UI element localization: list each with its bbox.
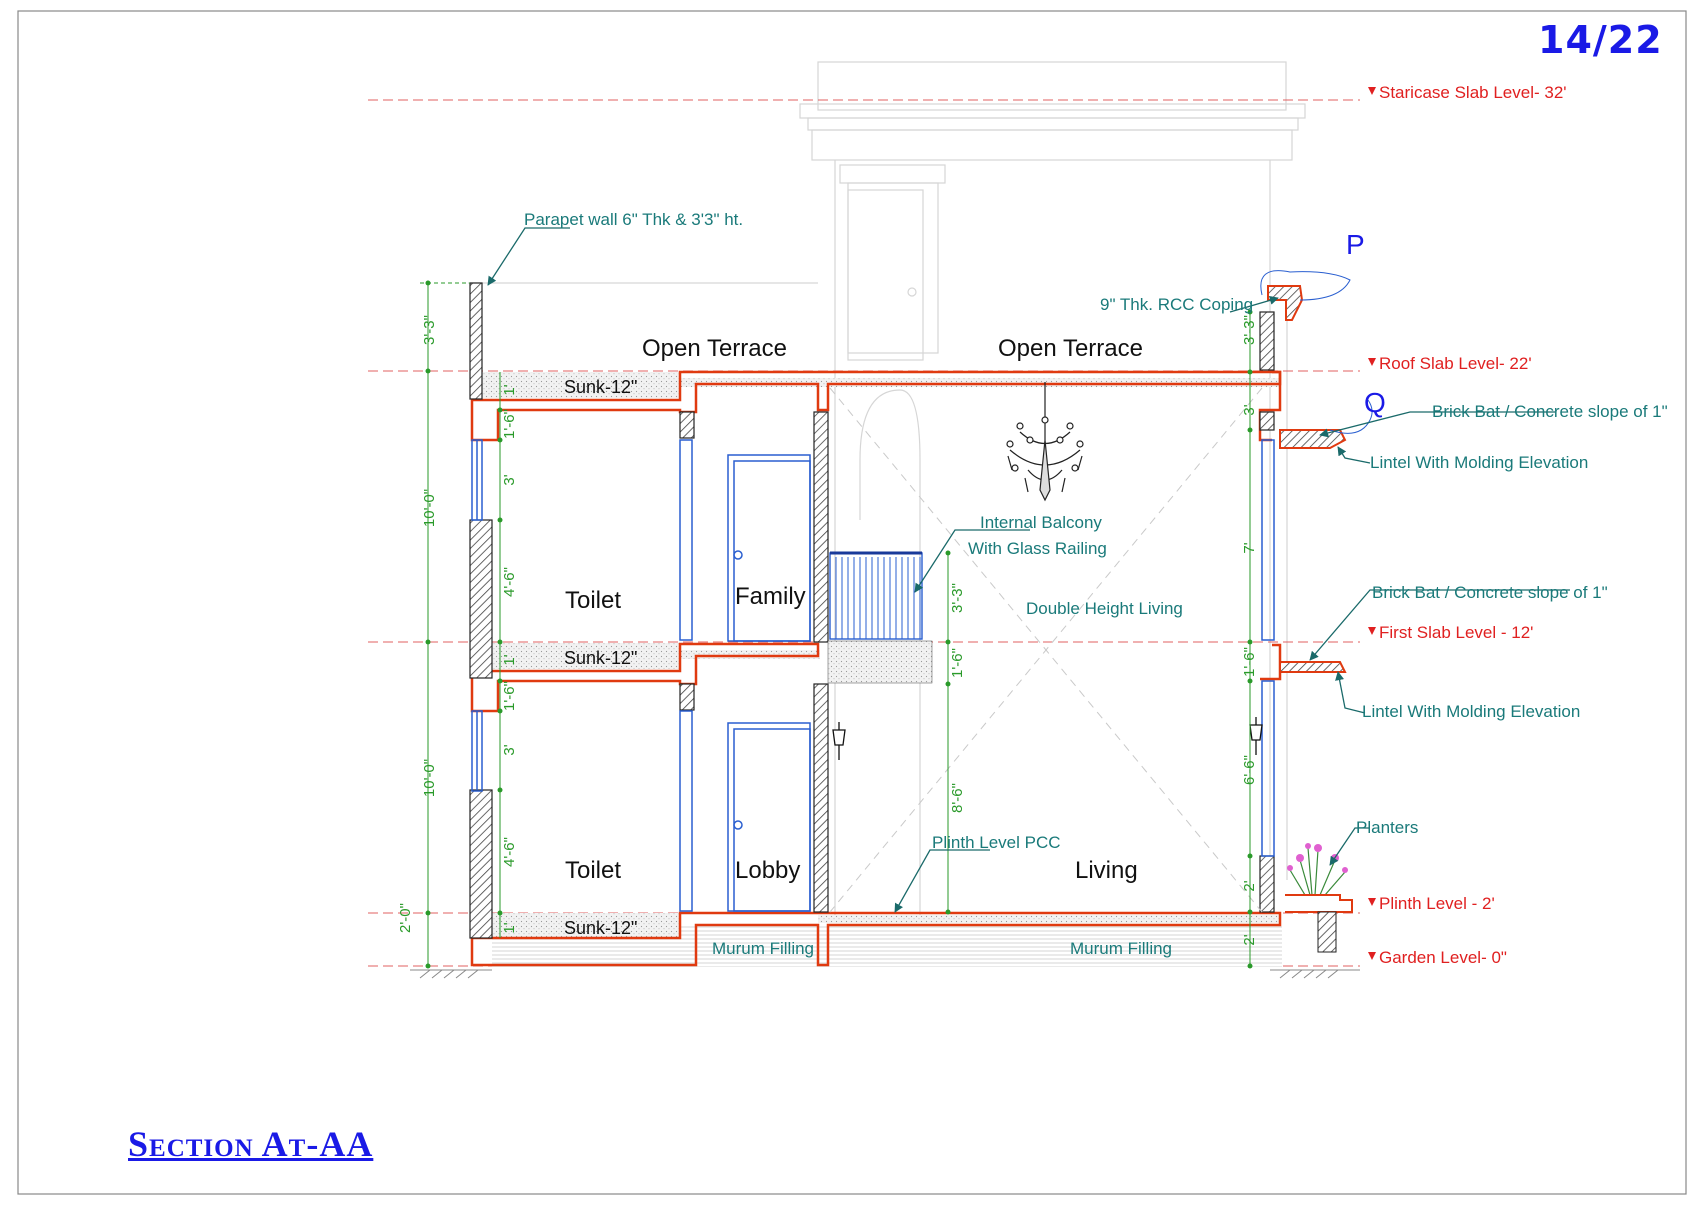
toilet-lower-label: Toilet — [565, 857, 621, 884]
level-markers — [1368, 87, 1376, 960]
planter-icon — [1285, 843, 1353, 953]
murum-left-label: Murum Filling — [712, 939, 814, 958]
balcony-note-line2: With Glass Railing — [968, 539, 1107, 558]
dim-left-plinth: 2'-0" — [397, 903, 414, 933]
balcony-note-line1: Internal Balcony — [980, 513, 1102, 532]
dim-wall-top-3: 3' — [501, 474, 518, 485]
dim-left-upper: 10'-0" — [421, 489, 438, 527]
doors — [727, 454, 811, 912]
family-label: Family — [735, 583, 806, 610]
dim-wall-mid-2: 1'-6" — [501, 681, 518, 711]
sunk-mid-label: Sunk-12" — [564, 648, 637, 668]
wall-lamp-icon — [832, 717, 1263, 760]
dim-balcony-3: 8'-6" — [949, 783, 966, 813]
walls — [469, 282, 1275, 939]
level-staircase-label: Staricase Slab Level- 32' — [1379, 83, 1567, 102]
brick-bat-lower-note: Brick Bat / Concrete slope of 1" — [1372, 583, 1608, 602]
dim-right-2: 7' — [1241, 542, 1258, 553]
plinth-pcc-fill — [818, 915, 1280, 923]
background-elevation — [468, 61, 1306, 920]
dimension-ticks — [425, 280, 1253, 969]
dim-wall-mid-4: 4'-6" — [501, 837, 518, 867]
dim-right-parapet: 3'-3" — [1241, 315, 1258, 345]
lintel-lower-note: Lintel With Molding Elevation — [1362, 702, 1580, 721]
dim-right-5: 2' — [1241, 880, 1258, 891]
brick-bat-upper-note: Brick Bat / Concrete slope of 1" — [1432, 402, 1668, 421]
sunk-fill-top — [482, 372, 680, 398]
murum-right-label: Murum Filling — [1070, 939, 1172, 958]
dim-wall-top-2: 1'-6" — [501, 409, 518, 439]
roof-slab-fill — [680, 378, 1280, 387]
open-terrace-left-label: Open Terrace — [642, 335, 787, 362]
first-slab-fill — [680, 650, 820, 659]
windows — [471, 439, 1275, 912]
dim-right-1: 3' — [1241, 404, 1258, 415]
balcony-railing — [827, 551, 933, 684]
level-lines — [368, 99, 1360, 967]
toilet-upper-label: Toilet — [565, 587, 621, 614]
sunk-top-label: Sunk-12" — [564, 377, 637, 397]
coping-lintels — [1267, 285, 1347, 673]
open-terrace-right-label: Open Terrace — [998, 335, 1143, 362]
dim-wall-bot-1: 1' — [501, 922, 518, 933]
living-label: Living — [1075, 857, 1138, 884]
parapet-note: Parapet wall 6" Thk & 3'3" ht. — [524, 210, 743, 229]
lobby-label: Lobby — [735, 857, 800, 884]
level-roof-label: Roof Slab Level- 22' — [1379, 354, 1532, 373]
dim-wall-mid-1: 1' — [501, 654, 518, 665]
planters-note: Planters — [1356, 818, 1418, 837]
level-garden-label: Garden Level- 0" — [1379, 948, 1507, 967]
double-height-label: Double Height Living — [1026, 599, 1183, 618]
detail-q-marker: Q — [1364, 387, 1386, 418]
dim-balcony-2: 1'-6" — [949, 648, 966, 678]
dim-left-lower: 10'-0" — [421, 759, 438, 797]
dim-wall-top-4: 4'-6" — [501, 567, 518, 597]
sunk-bottom-label: Sunk-12" — [564, 918, 637, 938]
level-first-label: First Slab Level - 12' — [1379, 623, 1533, 642]
dim-left-parapet: 3'-3" — [421, 315, 438, 345]
chandelier-icon — [1006, 382, 1084, 502]
dim-right-4: 6'-6" — [1241, 755, 1258, 785]
dim-wall-mid-3: 3' — [501, 744, 518, 755]
dim-right-3: 1'-6" — [1241, 647, 1258, 677]
plinth-pcc-note: Plinth Level PCC — [932, 833, 1061, 852]
lintel-upper-note: Lintel With Molding Elevation — [1370, 453, 1588, 472]
detail-clouds — [1260, 270, 1373, 434]
double-height-cross — [829, 387, 1263, 913]
sheet-border — [17, 10, 1687, 1195]
detail-p-marker: P — [1346, 229, 1365, 260]
leader-lines — [487, 227, 1570, 913]
dim-wall-top-1: 1' — [501, 384, 518, 395]
section-title: Section At-AA — [128, 1124, 374, 1164]
dim-right-6: 2' — [1241, 934, 1258, 945]
dim-balcony-1: 3'-3" — [949, 583, 966, 613]
coping-note: 9" Thk. RCC Coping — [1100, 295, 1253, 314]
ground-hatching — [410, 969, 1360, 979]
level-plinth-label: Plinth Level - 2' — [1379, 894, 1495, 913]
sheet-number: 14/22 — [1538, 18, 1663, 62]
sunk-fill-bottom — [482, 913, 680, 937]
sunk-fill-mid — [482, 643, 680, 669]
